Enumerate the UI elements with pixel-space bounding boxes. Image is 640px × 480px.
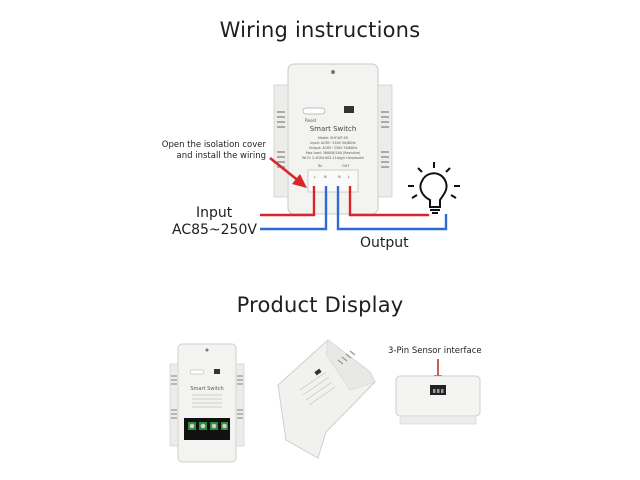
reset-label: Reset xyxy=(305,118,317,123)
isolation-cover-note: Open the isolation cover and install the… xyxy=(150,140,266,162)
indicator-led-icon xyxy=(344,106,354,113)
spec-wifi: Wi-Fi: 2.4GHz 802.11b/g/n+bluetooth xyxy=(302,156,364,160)
terminal-l-out: L xyxy=(348,175,350,179)
front-device-name: Smart Switch xyxy=(190,386,223,392)
light-bulb-icon xyxy=(408,162,460,214)
wiring-title: Wiring instructions xyxy=(219,18,421,42)
spec-output: Output: AC85~250V 50/60Hz xyxy=(309,146,358,150)
smart-switch-device: Reset Smart Switch Model: SHY-WT-09 Inpu… xyxy=(273,63,393,215)
voltage-label: AC85~250V xyxy=(172,222,257,238)
cover-arrow-icon xyxy=(269,156,307,188)
input-label: Input xyxy=(196,205,233,221)
product-title: Product Display xyxy=(236,293,404,317)
wires xyxy=(260,186,448,231)
sensor-interface-label: 3-Pin Sensor interface xyxy=(388,346,482,356)
device-model: Model: SHY-WT-09 xyxy=(318,136,348,140)
out-label: OUT xyxy=(342,164,350,168)
terminal-l-in: L xyxy=(314,175,316,179)
product-front-view: Smart Switch xyxy=(169,343,245,463)
live-in-wire xyxy=(260,186,316,217)
reset-button[interactable] xyxy=(302,107,326,115)
terminal-cover xyxy=(307,169,359,193)
output-label: Output xyxy=(360,235,409,251)
spec-input: Input: AC85~250V 50/60Hz xyxy=(310,141,356,145)
terminal-n-in: N xyxy=(324,175,327,179)
neutral-in-wire xyxy=(260,186,328,231)
isolation-cover-note-line1: Open the isolation cover xyxy=(161,140,266,150)
device-name: Smart Switch xyxy=(310,125,357,133)
isolation-cover-note-line2: and install the wiring xyxy=(176,151,266,161)
spec-max-load: Max load: 3600W/16A (Resistive) xyxy=(306,151,361,155)
product-display: Smart Switch 3-Pin Sensor interface xyxy=(169,339,482,463)
product-angled-view xyxy=(277,339,376,459)
neutral-out-wire xyxy=(336,186,448,231)
in-label: IN xyxy=(318,164,322,168)
wiring-diagram: Reset Smart Switch Model: SHY-WT-09 Inpu… xyxy=(260,63,460,231)
live-out-wire xyxy=(348,186,430,217)
terminal-n-out: N xyxy=(338,175,341,179)
product-sensor-view xyxy=(395,375,481,425)
